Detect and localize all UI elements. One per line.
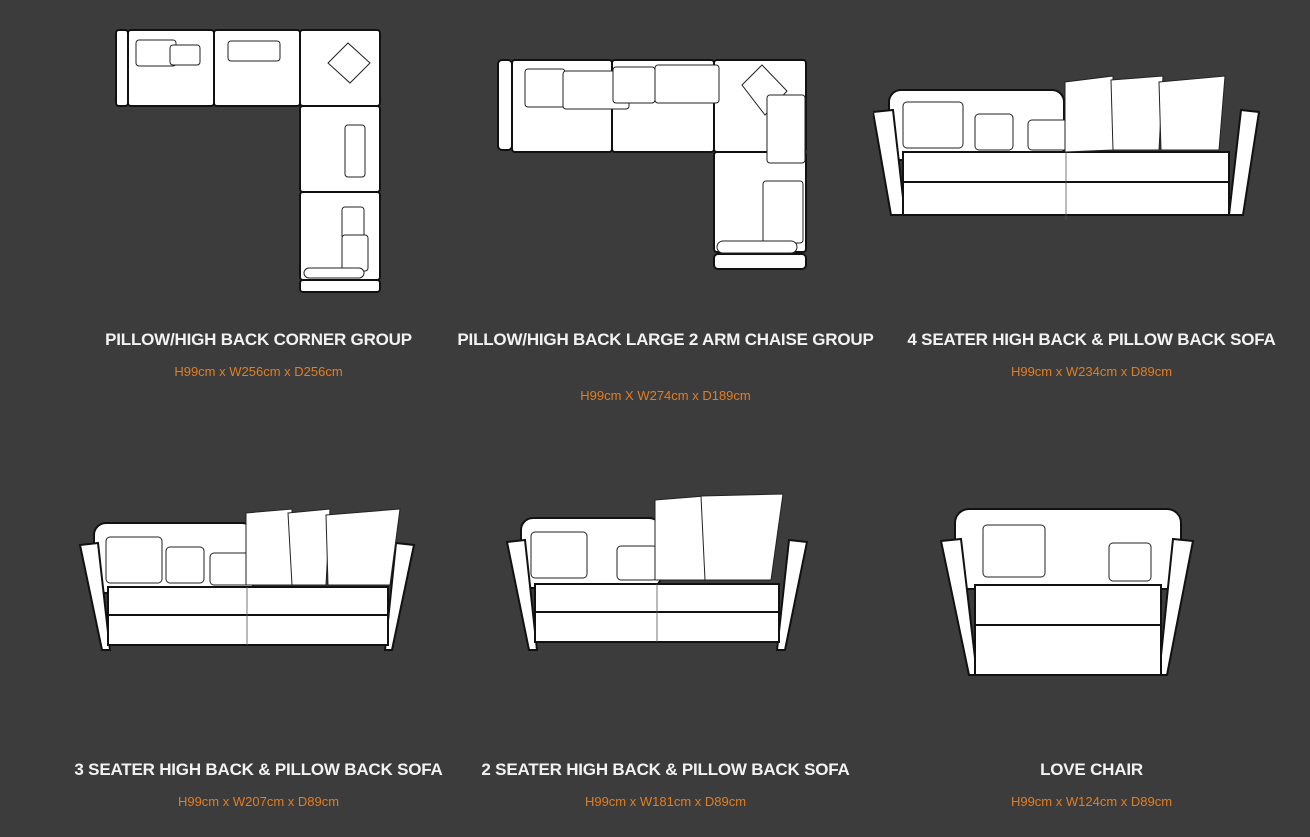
2-seater-sofa-image[interactable] <box>437 490 874 655</box>
product-dimensions: H99cm x W124cm x D89cm <box>1010 794 1173 809</box>
product-title[interactable]: LOVE CHAIR <box>1040 760 1143 779</box>
product-dimensions: H99cm x W234cm x D89cm <box>1010 364 1173 379</box>
product-title[interactable]: 4 SEATER HIGH BACK & PILLOW BACK SOFA <box>907 330 1276 349</box>
product-title[interactable]: PILLOW/HIGH BACK CORNER GROUP <box>105 330 412 349</box>
product-dimensions: H99cm X W274cm x D189cm <box>580 388 751 403</box>
product-dimensions: H99cm x W181cm x D89cm <box>584 794 747 809</box>
product-title[interactable]: 3 SEATER HIGH BACK & PILLOW BACK SOFA <box>74 760 443 779</box>
product-title[interactable]: PILLOW/HIGH BACK LARGE 2 ARM CHAISE GROU… <box>457 330 874 349</box>
love-chair-image[interactable] <box>873 505 1310 690</box>
product-dimensions: H99cm x W207cm x D89cm <box>177 794 340 809</box>
product-title[interactable]: 2 SEATER HIGH BACK & PILLOW BACK SOFA <box>481 760 850 779</box>
corner-group-plan-image[interactable] <box>30 25 467 300</box>
product-dimensions: H99cm x W256cm x D256cm <box>174 364 343 379</box>
chaise-group-plan-image[interactable] <box>437 55 874 275</box>
3-seater-sofa-image[interactable] <box>30 505 467 655</box>
4-seater-sofa-image[interactable] <box>873 70 1310 230</box>
